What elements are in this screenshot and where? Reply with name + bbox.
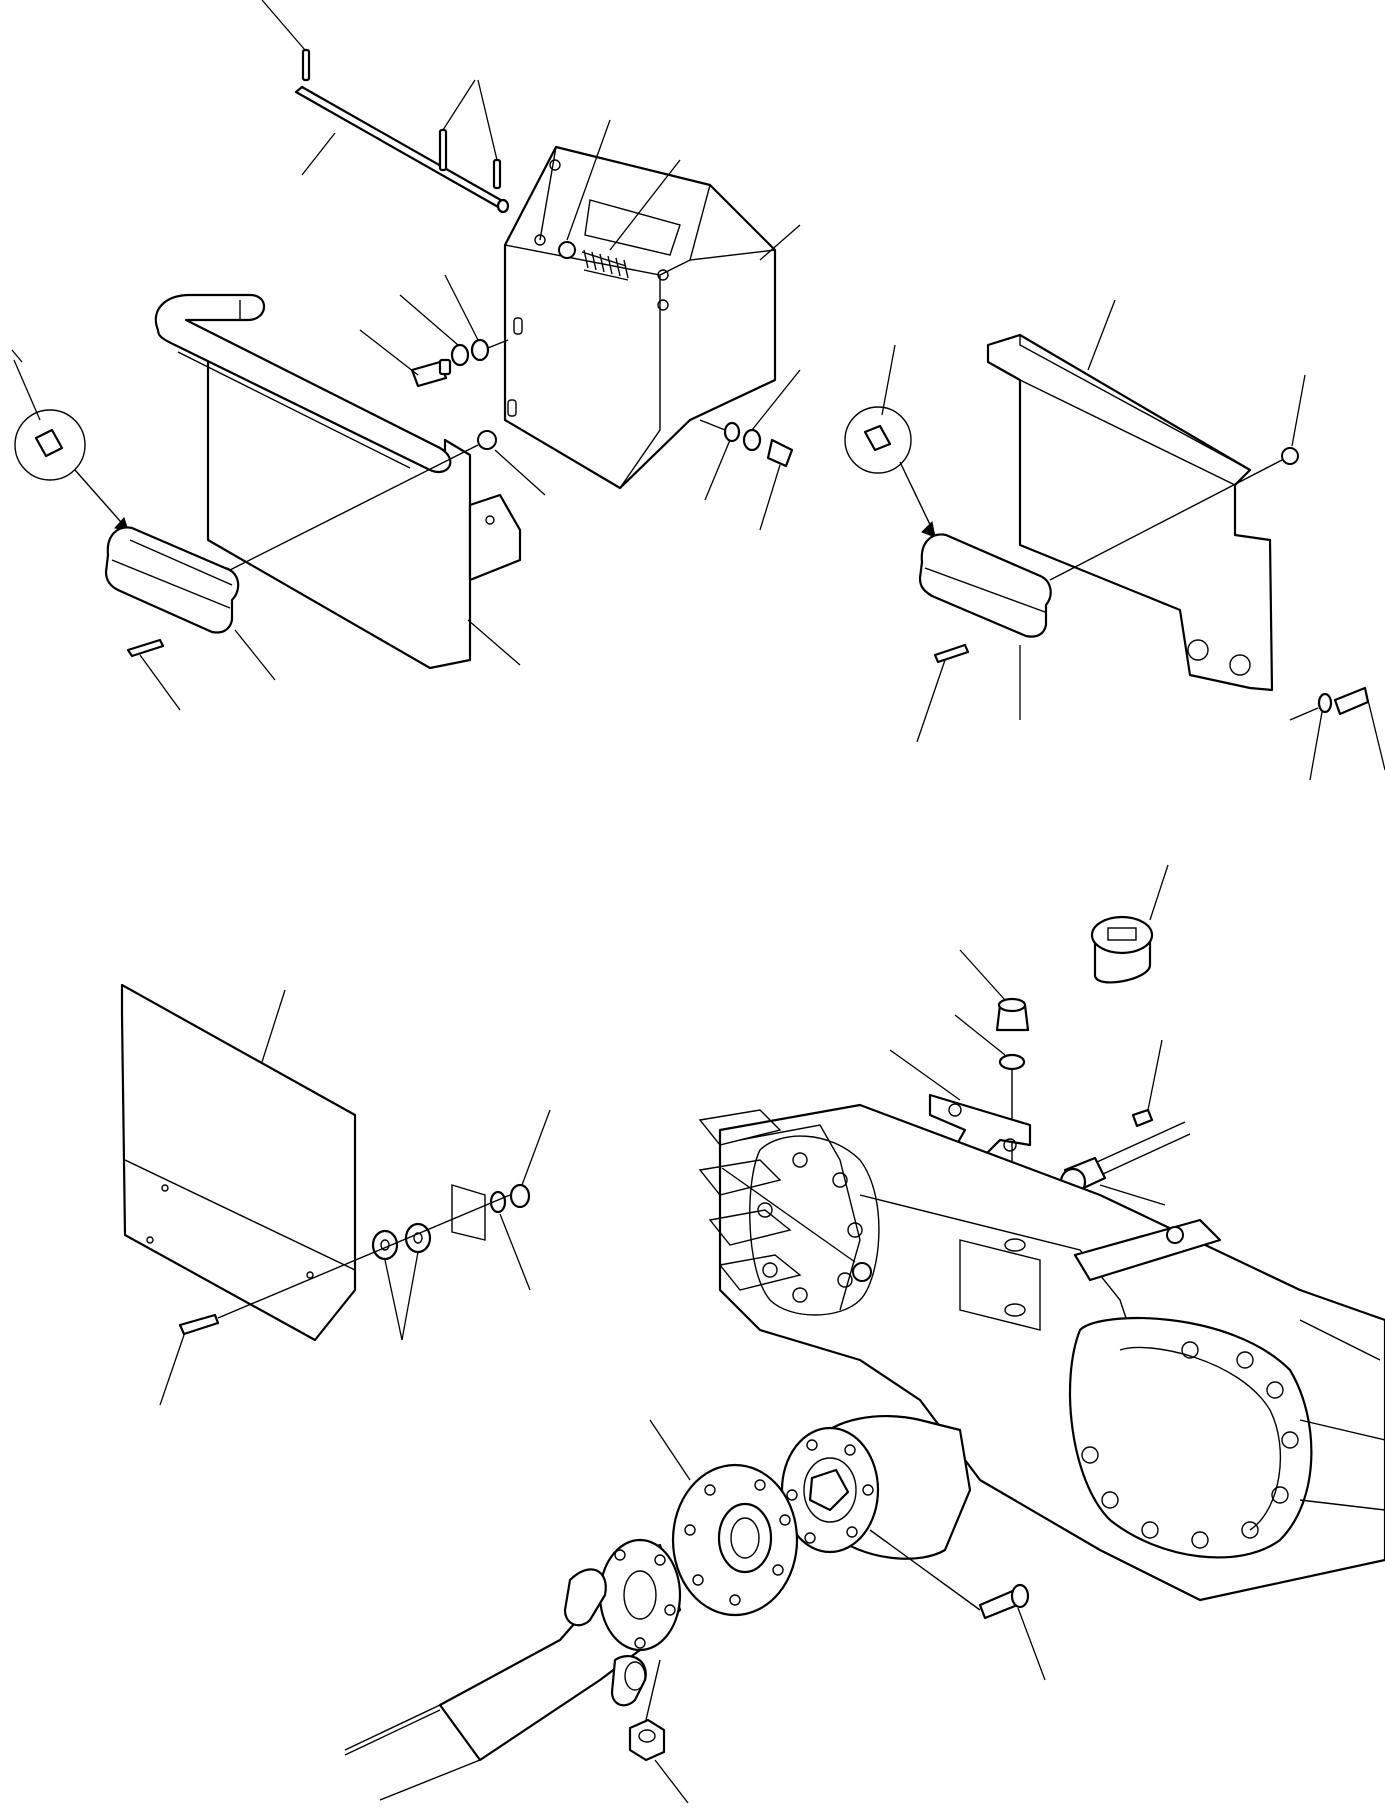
flange-gasket — [671, 1463, 799, 1617]
box-guard — [503, 145, 777, 490]
input-flange — [780, 1414, 972, 1560]
rubber-washers — [371, 1222, 432, 1261]
propeller-shaft — [344, 1538, 682, 1801]
hour-meter — [1090, 915, 1154, 984]
bolt-washer-set-plate — [1289, 686, 1370, 721]
axle-assembly-group — [344, 864, 1385, 1804]
bolt-washer-set-left — [410, 338, 509, 388]
axle-housing — [698, 1103, 1385, 1602]
spring — [581, 249, 629, 281]
lamp-left — [14, 409, 240, 658]
guard-with-handle-group — [11, 0, 801, 711]
handrail-guard — [154, 293, 522, 670]
guard-plate-right-group — [844, 299, 1385, 781]
plate-guard — [986, 333, 1274, 692]
bolt-washer-set-right — [699, 419, 794, 468]
cotter-pins — [301, 48, 502, 190]
top-bolt — [995, 997, 1030, 1071]
flap — [120, 983, 357, 1342]
lamp-right — [844, 406, 1052, 664]
pin-rod — [294, 85, 510, 214]
mud-flap-group — [120, 983, 551, 1406]
speed-sensor — [1059, 1108, 1191, 1197]
bottom-nut — [628, 1718, 666, 1762]
